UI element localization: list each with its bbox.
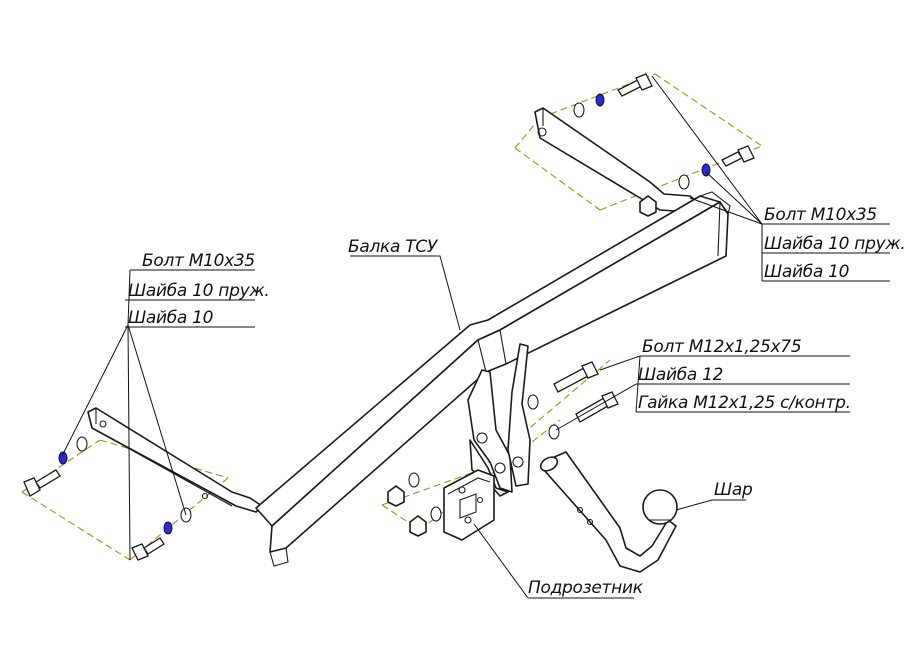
- label-beam: Балка ТСУ: [348, 237, 439, 257]
- washer-icon: [408, 394, 560, 522]
- leader-lines: [61, 75, 890, 599]
- bolt-icon: [575, 391, 619, 423]
- nut-icon: [639, 195, 657, 217]
- center-fasteners: [387, 361, 619, 537]
- label-center-nut: Гайка М12х1,25 с/контр.: [638, 393, 851, 413]
- hitch-bracket: [467, 343, 531, 497]
- towbar-beam: [255, 191, 731, 567]
- bolt-icon: [131, 537, 165, 561]
- label-center-bolt: Болт М12х1,25х75: [642, 337, 801, 357]
- bolt-icon: [721, 145, 755, 167]
- label-left-bolt: Болт М10х35: [142, 251, 255, 271]
- left-mounting-bracket: [87, 407, 263, 513]
- label-right-washer: Шайба 10: [764, 262, 849, 282]
- callout-labels: Болт М10х35 Шайба 10 пруж. Шайба 10 Болт…: [128, 205, 906, 598]
- washer-icon: [573, 93, 605, 118]
- label-left-spring-washer: Шайба 10 пруж.: [128, 281, 269, 301]
- right-mounting-bracket: [534, 107, 703, 213]
- label-socket-plate: Подрозетник: [528, 578, 644, 598]
- label-right-bolt: Болт М10х35: [764, 205, 877, 225]
- assembly-axes: [21, 73, 763, 561]
- label-ball: Шар: [714, 480, 753, 500]
- tow-ball-bar: [539, 451, 678, 573]
- washer-icon: [678, 163, 711, 190]
- right-fasteners: [573, 73, 755, 217]
- bolt-icon: [617, 73, 653, 97]
- socket-plate: [443, 469, 495, 541]
- label-right-spring-washer: Шайба 10 пруж.: [764, 234, 905, 254]
- bolt-icon: [23, 469, 61, 497]
- label-left-washer: Шайба 10: [128, 308, 213, 328]
- left-fasteners: [23, 436, 192, 561]
- washer-icon: [163, 507, 192, 535]
- bolt-icon: [553, 361, 599, 393]
- washer-icon: [58, 436, 88, 465]
- label-center-washer: Шайба 12: [638, 365, 723, 385]
- nut-icon: [387, 485, 427, 537]
